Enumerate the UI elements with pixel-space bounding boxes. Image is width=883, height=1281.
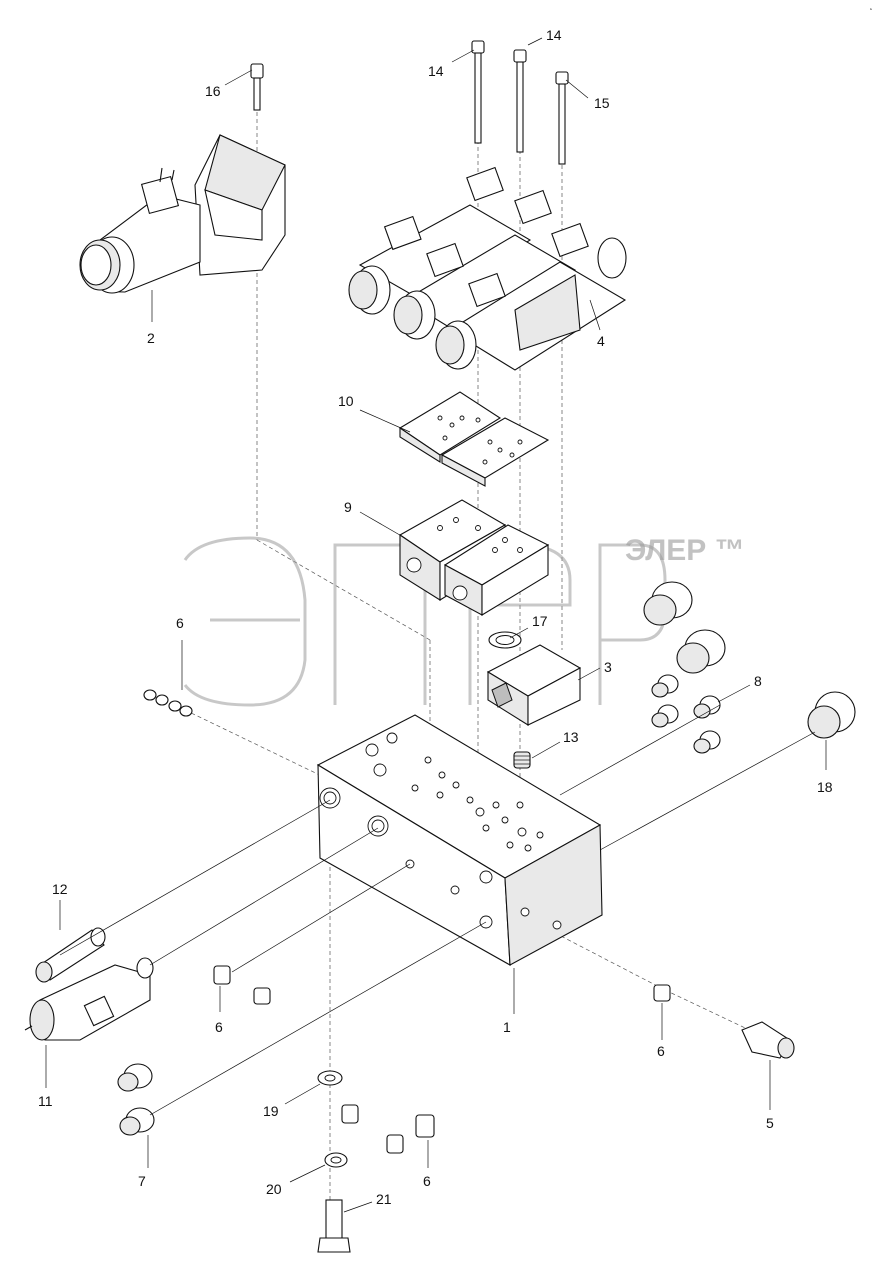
callout-14-right: 14: [546, 27, 562, 43]
fittings-right: [643, 581, 856, 754]
part-11-solenoid-cartridge: [24, 957, 154, 1041]
part-3-block: [486, 644, 582, 726]
part-2-solenoid-valve: [79, 134, 286, 294]
callout-12: 12: [52, 881, 68, 897]
part-9-subplates: [398, 499, 550, 616]
callout-7: 7: [138, 1173, 146, 1189]
part-4-valve-stack: [348, 166, 627, 371]
corner-mark: ˛: [870, 0, 873, 10]
bolts: [250, 40, 569, 165]
callout-4: 4: [597, 333, 605, 349]
callout-14-left: 14: [428, 63, 444, 79]
callout-10: 10: [338, 393, 354, 409]
part-7-fittings: [117, 1063, 155, 1136]
callout-6-mid: 6: [215, 1019, 223, 1035]
callout-16: 16: [205, 83, 221, 99]
part-13-spring: [513, 751, 531, 769]
bottom-bolt-washers: [317, 1070, 351, 1253]
callout-8: 8: [754, 673, 762, 689]
callout-9: 9: [344, 499, 352, 515]
callout-13: 13: [563, 729, 579, 745]
callout-19: 19: [263, 1103, 279, 1119]
callout-6-right: 6: [657, 1043, 665, 1059]
callout-2: 2: [147, 330, 155, 346]
callout-6-bottom: 6: [423, 1173, 431, 1189]
callout-11: 11: [38, 1093, 53, 1109]
callout-6-left: 6: [176, 615, 184, 631]
callout-17: 17: [532, 613, 548, 629]
callout-21: 21: [376, 1191, 392, 1207]
part-5-sensor: [741, 1021, 795, 1059]
callout-20: 20: [266, 1181, 282, 1197]
part-12-pressure-switch: [35, 927, 106, 983]
callout-3: 3: [604, 659, 612, 675]
part-10-plates: [398, 391, 550, 487]
callout-18: 18: [817, 779, 833, 795]
part-1-manifold-block: [316, 714, 603, 966]
callout-1: 1: [503, 1019, 511, 1035]
callout-5: 5: [766, 1115, 774, 1131]
callout-labels: 1 2 3 4 5 6 6 6 6 7 8 9 10 11 12 13 14 1…: [38, 27, 833, 1207]
watermark-text: ЭЛЕР ™: [625, 534, 745, 567]
part-6-plugs: [143, 689, 671, 1154]
callout-15: 15: [594, 95, 610, 111]
leader-lines: [45, 37, 827, 1213]
